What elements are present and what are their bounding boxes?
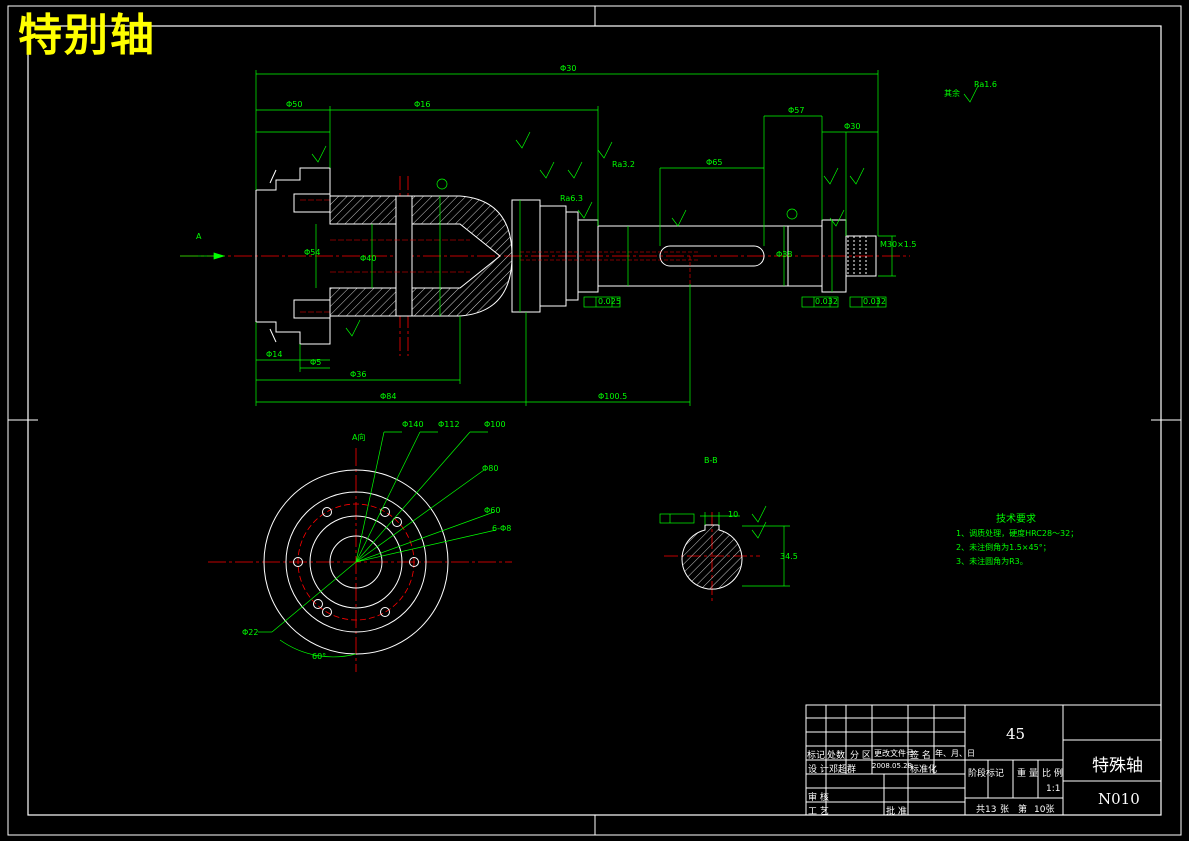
dim-bottom-left1: Φ14 [266,350,283,359]
title-block [805,704,1162,816]
dim-len-b: Φ16 [414,100,431,109]
tol-label-3: 0.032 [863,297,886,306]
bolt-holes [293,507,419,617]
dim-overall: Φ30 [560,64,577,73]
drawing-number: N010 [1098,790,1140,808]
ra3-label: Ra6.3 [560,194,584,203]
shaft-body [511,199,877,313]
sheet-border [7,5,1182,836]
row-header-3: 更改文件号 [874,749,914,758]
dim-right-bottom: Φ100.5 [598,392,628,401]
dim-len-c: Φ65 [706,158,723,167]
stage-label: 阶段标记 [968,769,1005,779]
r-a-label: Φ22 [242,628,259,637]
pcd-4: Φ80 [482,464,499,473]
flange [255,167,331,345]
flange-end-view [208,431,512,672]
tol-label-2: 0.032 [815,297,838,306]
ra2-label: Ra3.2 [612,160,636,169]
angle-label: 60° [312,652,327,661]
standard-label: 标准化 [910,765,938,775]
section-b-b [659,505,790,602]
dim-total-bottom: Φ84 [380,392,397,401]
scale-value: 1:1 [1046,784,1061,794]
tech-requirement-1: 1、调质处理，硬度HRC28～32； [956,529,1079,538]
material: 45 [1006,725,1026,743]
key-width-label: 10 [728,510,739,519]
sheet-no: 10张 [1034,805,1055,815]
sheets-word: 张 [1000,805,1010,815]
key-depth-label: 34.5 [780,552,798,561]
review-label: 审 核 [808,793,829,803]
dim-thread: M30×1.5 [880,240,917,249]
approve-label: 批 准 [886,807,907,817]
dim-bottom-left2: Φ5 [310,358,322,367]
row-header-5: 年、月、日 [935,749,975,758]
designer: 邓超群 [829,765,857,775]
design-label: 设 计 [808,765,829,775]
pcd-1: Φ140 [402,420,424,429]
pcd-3: Φ100 [484,420,506,429]
design-date: 2008.05.28 [872,762,913,770]
dim-bottom-mid: Φ36 [350,370,367,379]
overlay-title: 特别轴 [18,10,156,61]
sheet-no-label: 第 [1018,805,1028,815]
row-header-2: 分 区 [850,751,871,761]
tech-requirement-3: 3、未注圆角为R3。 [956,557,1028,566]
pcd-5: Φ60 [484,506,501,515]
tech-requirement-2: 2、未注倒角为1.5×45°； [956,543,1051,552]
part-name: 特殊轴 [1092,756,1143,776]
arrow-label: A [196,232,202,241]
ra-label: Ra1.6 [974,80,998,89]
hole-label: 6-Φ8 [492,524,512,533]
dim-d-bore: Φ40 [360,254,377,263]
process-label: 工 艺 [808,807,829,817]
row-header-1: 处数 [827,751,846,761]
dimensions [180,70,979,406]
section-label: B-B [704,456,718,465]
view-label: A向 [352,433,366,442]
tol-label-1: 0.025 [598,297,621,306]
dim-len-e: Φ30 [844,122,861,131]
weight-label: 重 量 [1017,769,1038,779]
shaft-main-view [180,70,979,406]
surface-finish-note: 其余 [944,89,960,98]
tech-requirements-title: 技术要求 [996,514,1036,525]
dim-len-a: Φ50 [286,100,303,109]
dim-len-d: Φ57 [788,106,805,115]
dim-d-key: Φ38 [776,250,793,259]
row-header-0: 标记 [807,751,826,761]
pcd-2: Φ112 [438,420,460,429]
sheets-total: 共13 [976,805,997,815]
ratio-label: 比 例 [1042,769,1063,779]
hatched-section [329,195,513,317]
row-header-4: 签 名 [910,751,931,761]
dim-d-inner: Φ54 [304,248,321,257]
